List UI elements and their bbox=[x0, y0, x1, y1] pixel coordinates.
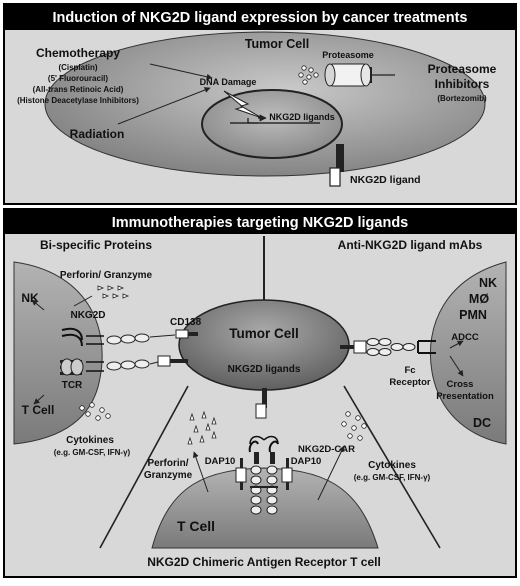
chemo-arrow bbox=[149, 63, 213, 80]
nkg2d-ligand-surface-icon bbox=[329, 144, 344, 187]
fc-receptor-label-1: Fc bbox=[404, 365, 415, 376]
nkg2d-ligands-bottom-label: NKG2D ligands bbox=[228, 364, 301, 375]
cross-presentation-arrow bbox=[449, 355, 464, 377]
dap10-left-label: DAP10 bbox=[205, 456, 236, 467]
top-title-bar bbox=[4, 4, 516, 30]
cytokines-left-icon bbox=[79, 402, 111, 421]
innate-cell-right bbox=[429, 261, 507, 445]
proteasome-inhibitors-label-2: Inhibitors bbox=[435, 77, 490, 91]
cd138-label: CD138 bbox=[170, 317, 202, 328]
dc-label-right: DC bbox=[473, 416, 491, 430]
mo-label-right: MØ bbox=[469, 292, 489, 306]
bispecific-protein-2 bbox=[106, 359, 150, 371]
chemotherapy-label: Chemotherapy bbox=[36, 46, 120, 60]
cytokines-label-left: Cytokines bbox=[66, 435, 114, 446]
cytokines-car-arrow bbox=[317, 445, 345, 501]
cd138-antigen bbox=[175, 329, 189, 339]
nkg2d-ligand-label: NKG2D ligand bbox=[350, 174, 421, 186]
nk-label-left: NK bbox=[21, 291, 39, 305]
cross-presentation-label-2: Presentation bbox=[436, 391, 494, 402]
perforin-car-label-1: Perforin/ bbox=[147, 458, 188, 469]
radiation-arrow bbox=[117, 87, 211, 125]
dna-damage-label: DNA Damage bbox=[200, 77, 257, 87]
nkg2d-car-receptor bbox=[235, 435, 293, 515]
car-tcell-label: T Cell bbox=[177, 518, 215, 534]
cd138-stalk bbox=[188, 332, 198, 336]
divider-right bbox=[343, 385, 441, 549]
cytokines-examples-left: (e.g. GM-CSF, IFN-γ) bbox=[54, 448, 131, 457]
bispecific-label: Bi-specific Proteins bbox=[40, 238, 152, 252]
cytokines-car-icon bbox=[341, 411, 367, 441]
nkg2d-ligand-left-icon bbox=[157, 355, 188, 367]
fc-receptor-label-2: Receptor bbox=[389, 377, 430, 388]
car-tcell bbox=[151, 467, 379, 549]
cytokines-car-label: Cytokines bbox=[368, 460, 416, 471]
granules-left-icon bbox=[97, 285, 130, 299]
tcr-label: TCR bbox=[62, 380, 83, 391]
top-title: Induction of NKG2D ligand expression by … bbox=[53, 10, 468, 26]
tumor-cell-bottom-label: Tumor Cell bbox=[229, 326, 299, 341]
granules-car-icon bbox=[187, 410, 217, 445]
pmn-label-right: PMN bbox=[459, 308, 487, 322]
monoclonal-antibody-icon bbox=[366, 338, 416, 356]
tumor-cell-top-label: Tumor Cell bbox=[245, 37, 309, 51]
nkg2d-car-label: NKG2D-CAR bbox=[298, 444, 355, 455]
bottom-title-bar bbox=[4, 209, 516, 234]
divider-left bbox=[99, 385, 189, 549]
linker-1 bbox=[149, 334, 176, 338]
mabs-label: Anti-NKG2D ligand mAbs bbox=[338, 238, 483, 252]
nucleus bbox=[201, 89, 343, 159]
radiation-label: Radiation bbox=[70, 127, 125, 141]
car-footer-label: NKG2D Chimeric Antigen Receptor T cell bbox=[147, 555, 381, 569]
proteasome-inhibitors-label-1: Proteasome bbox=[428, 62, 497, 76]
dap10-right-label: DAP10 bbox=[291, 456, 322, 467]
perforin-car-label-2: Granzyme bbox=[144, 470, 193, 481]
tcell-label-left: T Cell bbox=[22, 403, 55, 417]
nkg2d-receptor-left bbox=[61, 327, 104, 347]
chemo-drug-1: (Cisplatin) bbox=[58, 63, 97, 72]
chemo-drug-4: (Histone Deacetylase Inhibitors) bbox=[17, 96, 139, 105]
cross-presentation-label-1: Cross bbox=[447, 379, 474, 390]
bispecific-protein-1 bbox=[106, 333, 150, 345]
perforin-car-arrow bbox=[192, 451, 209, 493]
nkg2d-ligand-bottom-icon bbox=[255, 388, 267, 419]
bottom-title: Immunotherapies targeting NKG2D ligands bbox=[112, 215, 409, 231]
nkg2d-ligand-right-icon bbox=[340, 340, 367, 354]
fc-receptor-icon bbox=[417, 340, 436, 354]
adcc-arrow bbox=[449, 340, 464, 349]
peptide-fragments-icon bbox=[298, 65, 319, 85]
perforin-arrow-left bbox=[73, 295, 93, 307]
tumor-cell-bottom bbox=[178, 299, 350, 391]
nkg2d-label-left: NKG2D bbox=[70, 310, 105, 321]
linker-2 bbox=[149, 361, 159, 365]
proteasome-icon bbox=[324, 63, 372, 87]
tcr-complex bbox=[60, 358, 104, 376]
adcc-label: ADCC bbox=[451, 332, 479, 343]
cytokines-car-examples: (e.g. GM-CSF, IFN-γ) bbox=[354, 473, 431, 482]
nk-arrow bbox=[31, 299, 45, 311]
nkg2d-ligands-gene-label: NKG2D ligands bbox=[269, 112, 335, 122]
nk-label-right: NK bbox=[479, 276, 497, 290]
perforin-label-left: Perforin/ Granzyme bbox=[60, 270, 153, 281]
chemo-drug-3: (All-trans Retinoic Acid) bbox=[33, 85, 124, 94]
bortezomib-label: (Bortezomib) bbox=[437, 94, 487, 103]
chemo-drug-2: (5' Fluorouracil) bbox=[48, 74, 108, 83]
tcell-arrow bbox=[33, 394, 45, 405]
proteasome-label: Proteasome bbox=[322, 50, 374, 60]
